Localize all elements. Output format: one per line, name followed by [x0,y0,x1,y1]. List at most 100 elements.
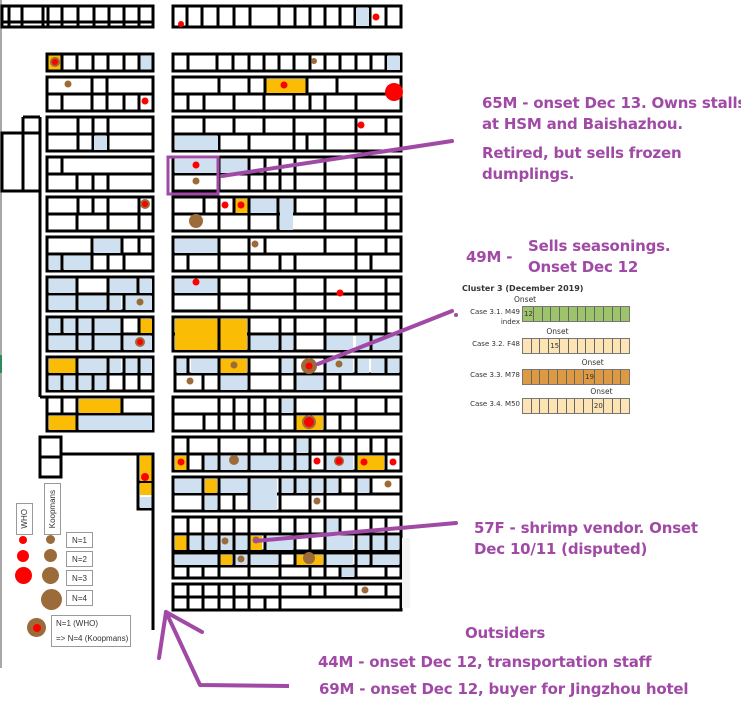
stall-highlight [220,555,232,565]
stall-highlight [175,479,202,493]
annotation-65m-line1: 65M - onset Dec 13. Owns stalls [482,94,741,112]
stall-highlight [341,568,354,577]
stall-highlight [356,8,369,26]
cluster-day-cell [557,370,567,384]
koopmans-case-dot [192,177,200,185]
koopmans-case-dot [186,377,194,385]
cluster-case-bar: 12 [522,306,630,322]
cluster-day-cell [612,370,622,384]
stall-highlight [79,376,91,390]
cluster-day-cell [540,370,550,384]
stall-highlight [175,279,218,293]
cluster-case-bar: 15 [522,338,630,354]
cluster-day-cell [531,370,541,384]
annotation-65m-note-line1: Retired, but sells frozen [482,144,682,162]
stall-highlight [325,336,353,350]
who-case-dot [178,21,184,27]
annotation-49m: Sells seasonings. Onset Dec 12 [528,236,671,278]
cluster-day-cell [612,307,622,321]
stall-highlight [325,555,353,565]
cluster-day-cell [568,307,578,321]
who-case-dot [304,417,314,427]
koopmans-case-dot [221,537,229,545]
cluster-day-cell: 20 [592,399,604,413]
stall-highlight [140,56,152,70]
who-case-dot [305,362,313,370]
cluster-day-cell [566,370,576,384]
koopmans-case-dot [384,480,392,488]
legend-who-n1-icon [19,536,27,544]
stall-highlight [205,536,217,550]
legend-koopmans-n4-icon [41,589,62,610]
stall-highlight [175,136,218,150]
stall-highlight [250,456,278,470]
koopmans-case-dot [311,58,317,64]
stall-highlight [94,239,121,253]
page-left-edge [0,0,2,668]
stall-highlight [280,479,293,493]
who-case-dot [192,161,200,169]
cluster-day-cell [568,339,578,353]
cluster-day-cell [612,339,622,353]
stall-highlight [280,456,293,470]
stall-highlight [325,536,353,550]
stall-highlight [49,256,61,270]
stall-highlight [64,319,76,333]
cluster-day-cell [531,399,541,413]
stall-highlight [219,319,247,350]
stall-highlight [220,479,247,493]
koopmans-case-dot [230,361,238,369]
stall-highlight [356,479,369,493]
stall-highlight [250,479,277,510]
stall-highlight [250,555,278,565]
annotation-65m-line2: at HSM and Baishazhou. [482,115,683,133]
cluster-day-cell [540,399,550,413]
stall-highlight [190,536,203,550]
cluster-day-cell [621,370,629,384]
legend-combo-line1: N=1 (WHO) [56,619,98,628]
stall-highlight [175,555,218,565]
arrowhead-right [164,610,204,634]
cluster-day-cell [523,370,532,384]
annotation-outsider-44m: 44M - onset Dec 12, transportation staff [318,653,652,671]
stall-highlight [280,399,293,413]
cluster-case-bar: 19 [522,369,630,385]
stall-highlight [94,319,121,333]
who-case-dot [336,289,344,297]
legend-combo: N=1 (WHO) => N=4 (Koopmans) [51,615,131,647]
legend-who-n2-icon [17,550,29,562]
stall-highlight [295,439,308,453]
stall-highlight [220,376,247,390]
cluster-case-sublabel: index [500,318,520,326]
stall-highlight [140,319,152,333]
market-block [45,52,155,73]
who-case-dot [385,83,403,101]
who-case-dot [280,81,288,89]
legend-who-header: WHO [16,503,33,535]
who-case-dot [372,13,380,21]
stall-highlight [79,296,106,310]
cluster-day-cell [621,307,629,321]
stall-highlight [387,56,400,70]
stall-highlight [356,555,369,565]
cluster-day-cell [595,370,604,384]
cluster-day-cell [533,307,543,321]
stall-highlight [49,279,76,293]
cluster-day-cell [575,399,585,413]
stall-highlight [64,376,76,390]
cluster-case-label: Case 3.2. F48 [472,340,520,348]
pointer-dot-49m [454,313,458,317]
stall-highlight [49,416,76,430]
annotation-57f-line2: Dec 10/11 (disputed) [474,540,648,558]
who-case-dot [137,339,143,345]
cluster-onset-label: Onset [546,327,569,336]
cluster-day-cell [577,339,587,353]
stall-highlight [280,359,293,373]
cluster-day-cell: 15 [549,339,561,353]
annotation-outsider-69m: 69M - onset Dec 12, buyer for Jingzhou h… [319,680,689,698]
legend-koopmans-n3-icon [42,567,59,584]
stall-highlight [175,536,187,550]
stall-highlight [295,479,308,493]
cluster-day-cell [603,370,613,384]
